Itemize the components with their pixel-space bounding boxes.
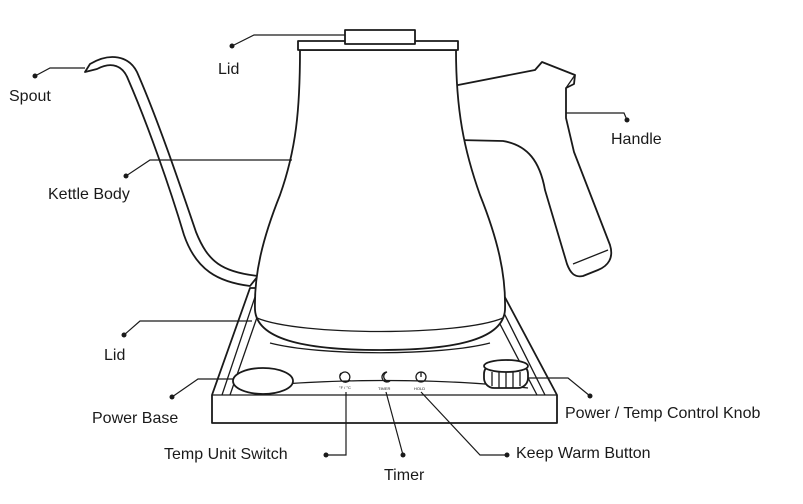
label-handle: Handle xyxy=(611,131,662,148)
timer-button: TIMER xyxy=(378,371,391,391)
hold-caption: HOLD xyxy=(414,386,425,391)
label-lid-top: Lid xyxy=(218,61,240,78)
keep-warm-button: HOLD xyxy=(414,371,427,391)
kettle-body xyxy=(254,49,506,351)
handle xyxy=(452,61,613,278)
temp-unit-caption: °F / °C xyxy=(339,385,351,390)
temp-unit-switch: °F / °C xyxy=(339,371,351,390)
label-spout: Spout xyxy=(9,88,51,105)
label-power-temp-knob: Power / Temp Control Knob xyxy=(565,405,761,422)
label-lid-bottom: Lid xyxy=(104,347,126,364)
label-kettle-body: Kettle Body xyxy=(48,186,130,203)
power-base-pad xyxy=(232,367,294,395)
label-keep-warm-button: Keep Warm Button xyxy=(516,445,651,462)
spout xyxy=(84,56,259,287)
label-timer: Timer xyxy=(384,467,425,484)
label-temp-unit-switch: Temp Unit Switch xyxy=(164,446,288,463)
timer-caption: TIMER xyxy=(378,386,391,391)
lid-knob xyxy=(344,29,416,45)
leader-lines xyxy=(32,34,630,458)
lid xyxy=(297,40,459,51)
label-power-base: Power Base xyxy=(92,410,179,427)
